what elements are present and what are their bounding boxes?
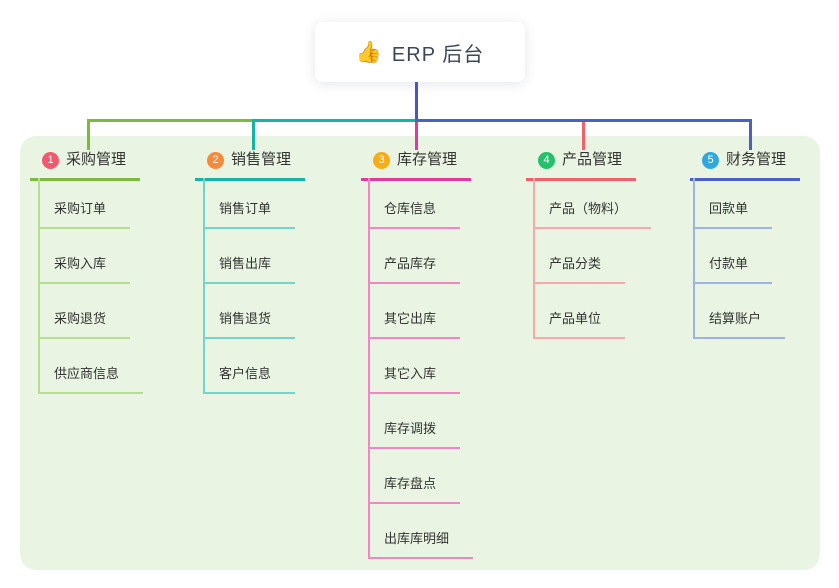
branch-node-product[interactable]: 4 产品管理 — [526, 150, 637, 181]
branch-node-procurement[interactable]: 1 采购管理 — [30, 150, 141, 181]
child-node[interactable]: 其它入库 — [368, 364, 461, 394]
child-node[interactable]: 采购订单 — [38, 199, 131, 229]
branch-node-inventory[interactable]: 3 库存管理 — [361, 150, 472, 181]
drop-line-sales — [252, 122, 255, 150]
drop-line-product — [582, 122, 585, 150]
child-node[interactable]: 库存盘点 — [368, 474, 461, 504]
branch-number-badge: 4 — [538, 151, 555, 169]
child-node[interactable]: 采购退货 — [38, 309, 131, 339]
drop-line-inventory — [415, 122, 418, 150]
child-node[interactable]: 产品（物料） — [533, 199, 652, 229]
branch-number-badge: 5 — [702, 151, 719, 169]
child-node[interactable]: 采购入库 — [38, 254, 131, 284]
drop-line-procurement — [87, 122, 90, 150]
branch-children-connector-line — [368, 178, 370, 559]
drop-line-finance — [749, 122, 752, 150]
root-node[interactable]: 👍 ERP 后台 — [315, 22, 525, 82]
branch-node-sales[interactable]: 2 销售管理 — [195, 150, 306, 181]
root-connector-line — [415, 82, 418, 122]
child-node[interactable]: 产品库存 — [368, 254, 461, 284]
bus-line-sales — [252, 119, 418, 122]
branch-children-connector-line — [533, 178, 535, 339]
child-node[interactable]: 供应商信息 — [38, 364, 144, 394]
branch-node-finance[interactable]: 5 财务管理 — [690, 150, 801, 181]
thumbs-up-icon: 👍 — [355, 40, 382, 64]
bus-line-finance — [415, 119, 752, 122]
branch-children-connector-line — [203, 178, 205, 394]
child-node[interactable]: 仓库信息 — [368, 199, 461, 229]
child-node[interactable]: 销售退货 — [203, 309, 296, 339]
child-node[interactable]: 库存调拨 — [368, 419, 461, 449]
branch-children-connector-line — [38, 178, 40, 394]
child-node[interactable]: 付款单 — [693, 254, 773, 284]
branch-number-badge: 2 — [207, 151, 224, 169]
bus-line-procurement — [87, 119, 252, 122]
branch-number-badge: 3 — [373, 151, 390, 169]
child-node[interactable]: 产品分类 — [533, 254, 626, 284]
branch-label: 库存管理 — [397, 151, 458, 168]
child-node[interactable]: 其它出库 — [368, 309, 461, 339]
child-node[interactable]: 销售出库 — [203, 254, 296, 284]
child-node[interactable]: 回款单 — [693, 199, 773, 229]
child-node[interactable]: 销售订单 — [203, 199, 296, 229]
branch-label: 财务管理 — [726, 151, 787, 168]
branch-number-badge: 1 — [42, 151, 59, 169]
child-node[interactable]: 结算账户 — [693, 309, 786, 339]
child-node[interactable]: 产品单位 — [533, 309, 626, 339]
branch-label: 产品管理 — [562, 151, 623, 168]
branches-panel — [20, 136, 820, 570]
branch-children-connector-line — [693, 178, 695, 339]
branch-label: 销售管理 — [231, 151, 292, 168]
child-node[interactable]: 客户信息 — [203, 364, 296, 394]
branch-label: 采购管理 — [66, 151, 127, 168]
root-label: ERP 后台 — [391, 43, 485, 66]
child-node[interactable]: 出库库明细 — [368, 529, 474, 559]
